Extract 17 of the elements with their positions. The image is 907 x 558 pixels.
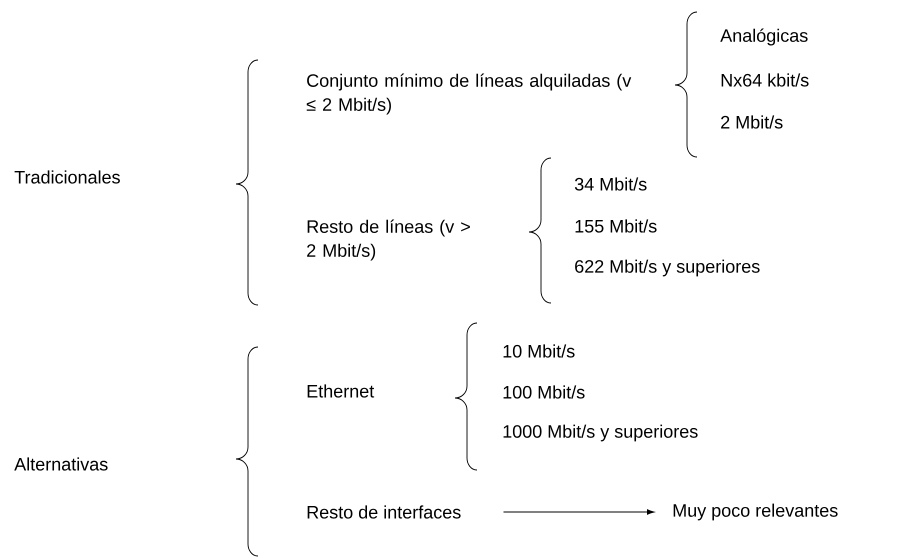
text-label: Ethernet [308,384,374,398]
text-label: 155 Mbit/s [576,219,657,233]
text-label: 1000 Mbit/s y superiores [504,424,698,442]
text-label: Analógicas [720,28,808,46]
text-label: Conjunto mínimo de líneas alquiladas (v ≤ 2 Mbit/s) [306,74,632,114]
text-label: 34 Mbit/s [574,177,647,191]
text-label: Nx64 kbit/s [722,73,809,87]
text-label: 100 Mbit/s [504,385,585,399]
text-label: 622 Mbit/s y superiores [575,260,760,276]
text-label: 2 Mbit/s [721,115,783,129]
text-label: Alternativas [14,457,108,471]
text-label: Tradicionales [14,170,120,184]
text-label: Resto de interfaces [308,505,461,519]
arrow [503,509,654,515]
text-label: Resto de líneas (v > 2 Mbit/s) [307,220,470,260]
text-label: Muy poco relevantes [674,504,838,520]
text-label: 10 Mbit/s [504,344,575,358]
